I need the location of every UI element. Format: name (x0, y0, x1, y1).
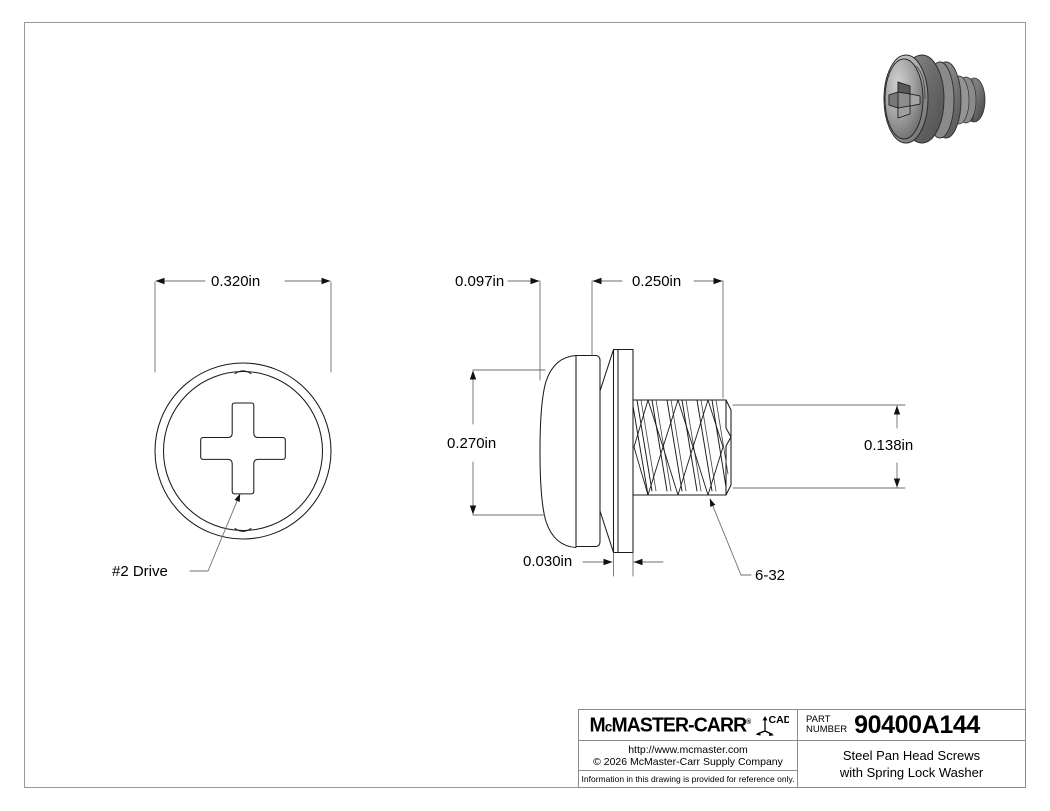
part-label-line2: NUMBER (806, 724, 848, 735)
mcmaster-logo-row: McMASTER-CARR® CAD (579, 710, 797, 741)
mcmaster-logo: McMASTER-CARR® (589, 713, 751, 737)
product-description: Steel Pan Head Screws with Spring Lock W… (798, 741, 1025, 787)
cad-axis-icon: CAD (755, 714, 789, 736)
title-block: McMASTER-CARR® CAD http://www.mcmaster.c… (578, 709, 1026, 788)
dimension-label-width: 0.320in (211, 273, 261, 290)
copyright-notice: © 2026 McMaster-Carr Supply Company (593, 755, 783, 768)
registered-trademark-icon: ® (745, 719, 751, 727)
dimension-label-washer-thickness: 0.030in (523, 553, 573, 570)
dimension-label-thread-diameter: 0.138in (864, 437, 914, 454)
isometric-product-render (883, 54, 986, 144)
description-line-1: Steel Pan Head Screws (842, 748, 981, 763)
svg-text:CAD: CAD (769, 714, 790, 726)
part-number-value: 90400A144 (854, 710, 980, 739)
disclaimer-text: Information in this drawing is provided … (581, 773, 795, 784)
description-line-2: with Spring Lock Washer (839, 765, 984, 780)
part-number-row: PART NUMBER 90400A144 (798, 710, 1025, 741)
company-info: http://www.mcmaster.com © 2026 McMaster-… (579, 741, 797, 771)
dimension-label-thread-length: 0.250in (632, 273, 682, 290)
callout-label-thread-spec: 6-32 (755, 567, 786, 584)
callout-label-drive: #2 Drive (112, 563, 168, 580)
part-number-label: PART NUMBER (806, 713, 848, 736)
company-url[interactable]: http://www.mcmaster.com (628, 743, 748, 756)
dimension-label-head-height: 0.270in (447, 435, 497, 452)
title-block-right: PART NUMBER 90400A144 Steel Pan Head Scr… (798, 710, 1025, 787)
dimension-label-head-depth: 0.097in (455, 273, 505, 290)
render-phillips-recess (888, 81, 921, 119)
logo-c: c (604, 718, 612, 735)
logo-m: M (589, 714, 605, 737)
cad-axis-glyph: CAD (756, 714, 790, 736)
title-block-left: McMASTER-CARR® CAD http://www.mcmaster.c… (579, 710, 798, 787)
disclaimer-box: Information in this drawing is provided … (579, 771, 797, 787)
logo-master-carr: MASTER-CARR (611, 714, 747, 737)
render-head-highlight (884, 58, 926, 140)
part-label-line1: PART (806, 713, 831, 725)
